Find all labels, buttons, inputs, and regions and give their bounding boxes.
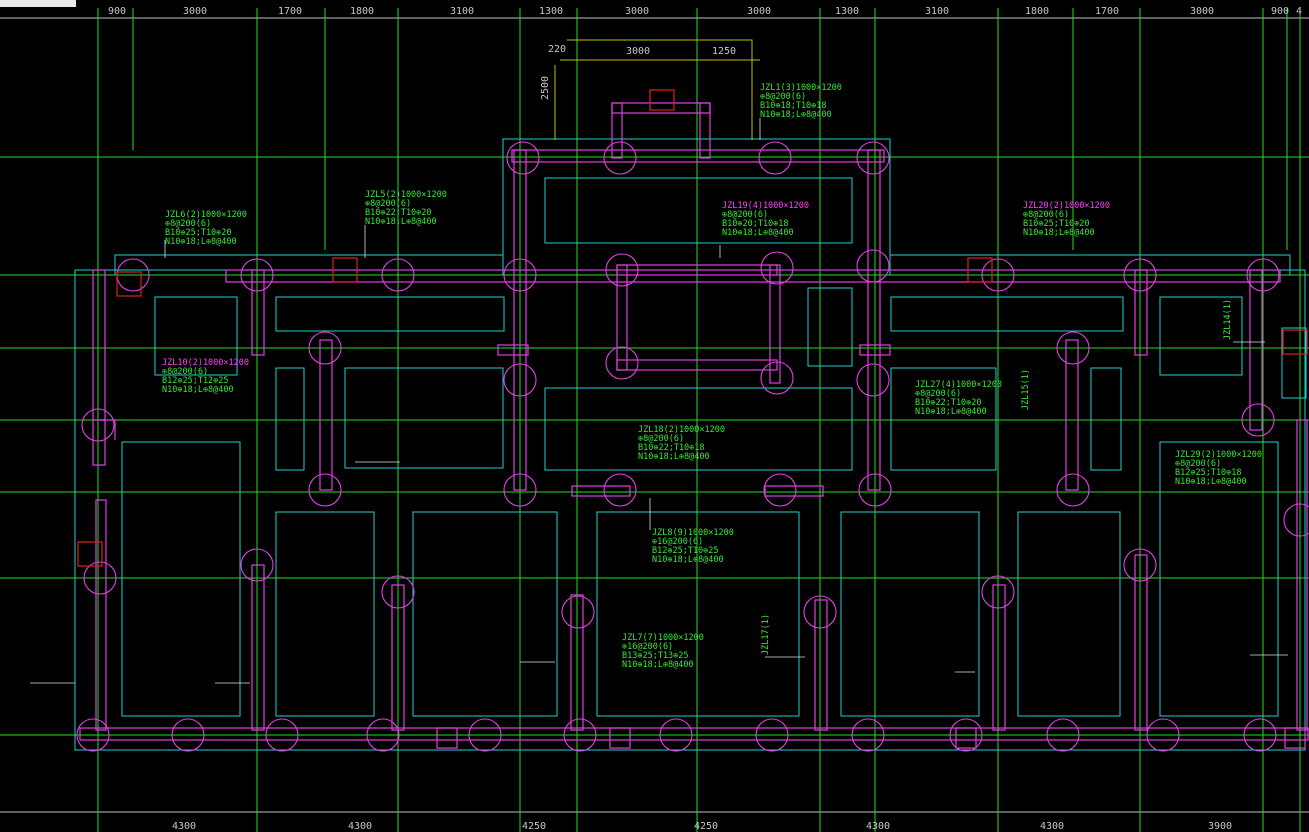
top-dim: 4 xyxy=(1296,6,1302,17)
beam-label-jzl5: JZL5(2)1000×1200 ⊕8@200(6) B10⊕22;T10⊕20… xyxy=(365,190,447,227)
top-dim: 900 xyxy=(1271,6,1289,17)
beam-label-line: B10⊕20;T10⊕18 xyxy=(722,219,789,229)
bottom-dim: 4250 xyxy=(522,821,546,832)
beam-label-line: ⊕8@200(6) xyxy=(760,92,806,102)
top-dim: 3000 xyxy=(183,6,207,17)
bottom-dim: 4300 xyxy=(172,821,196,832)
bottom-dim: 3900 xyxy=(1208,821,1232,832)
beam-label-jzl8: JZL8(9)1000×1200 ⊕16@200(6) B12⊕25;T10⊕2… xyxy=(652,528,734,565)
bottom-dim: 4300 xyxy=(348,821,372,832)
beam-label-line: B12⊕25;T12⊕25 xyxy=(162,376,229,386)
beam-label-line: ⊕8@200(6) xyxy=(915,389,961,399)
inset-dim-vertical: 2500 xyxy=(540,76,551,100)
top-dim: 1800 xyxy=(350,6,374,17)
inset-dim-left: 220 xyxy=(548,44,566,55)
beam-label-title: JZL7(7)1000×1200 xyxy=(622,633,704,643)
beam-label-jzl29: JZL29(2)1000×1200 ⊕8@200(6) B12⊕25;T10⊕1… xyxy=(1175,450,1262,487)
beam-label-jzl19: JZL19(4)1000×1200 ⊕8@200(6) B10⊕20;T10⊕1… xyxy=(722,201,809,238)
beam-label-jzl6: JZL6(2)1000×1200 ⊕8@200(6) B10⊕25;T10⊕20… xyxy=(165,210,247,247)
beam-label-title: JZL29(2)1000×1200 xyxy=(1175,450,1262,460)
beam-label-line: ⊕8@200(6) xyxy=(1175,459,1221,469)
beam-label-title: JZL20(2)1000×1200 xyxy=(1023,201,1110,211)
beam-label-line: B10⊕22;T10⊕18 xyxy=(638,443,705,453)
beam-label-title: JZL6(2)1000×1200 xyxy=(165,210,247,220)
short-beam-label: JZL17(1) xyxy=(761,614,771,655)
beam-label-line: B12⊕25;T10⊕25 xyxy=(652,546,719,556)
top-dim: 1700 xyxy=(1095,6,1119,17)
top-dim: 3100 xyxy=(925,6,949,17)
top-dim: 1700 xyxy=(278,6,302,17)
beam-label-line: ⊕8@200(6) xyxy=(638,434,684,444)
beam-annotations: JZL1(3)1000×1200 ⊕8@200(6) B10⊕18;T10⊕18… xyxy=(162,83,1262,670)
beam-label-line: N10⊕18;L⊕8@400 xyxy=(760,110,832,120)
top-dimension-row: 900 3000 1700 1800 3100 1300 3000 3000 1… xyxy=(108,6,1302,17)
beam-label-line: ⊕16@200(6) xyxy=(622,642,673,652)
beam-label-title: JZL18(2)1000×1200 xyxy=(638,425,725,435)
bottom-dim: 4300 xyxy=(866,821,890,832)
beam-label-line: ⊕8@200(6) xyxy=(1023,210,1069,220)
beam-label-line: N10⊕18;L⊕8@400 xyxy=(915,407,987,417)
beam-label-line: N10⊕18;L⊕8@400 xyxy=(165,237,237,247)
beam-label-jzl18: JZL18(2)1000×1200 ⊕8@200(6) B10⊕22;T10⊕1… xyxy=(638,425,725,462)
beam-label-title: JZL19(4)1000×1200 xyxy=(722,201,809,211)
bottom-dim: 4250 xyxy=(694,821,718,832)
leader-lines xyxy=(30,118,1288,684)
axis-grid xyxy=(0,8,1309,832)
beam-label-line: B10⊕22;T10⊕20 xyxy=(365,208,432,218)
top-dim: 1300 xyxy=(539,6,563,17)
short-beam-label: JZL15(1) xyxy=(1021,369,1031,410)
beam-label-line: N10⊕18;L⊕8@400 xyxy=(652,555,724,565)
beam-label-line: ⊕8@200(6) xyxy=(722,210,768,220)
window-titlebar xyxy=(0,0,76,7)
top-dim: 3000 xyxy=(1190,6,1214,17)
pile-circles xyxy=(76,141,1309,752)
beam-label-title: JZL5(2)1000×1200 xyxy=(365,190,447,200)
beam-label-jzl20: JZL20(2)1000×1200 ⊕8@200(6) B10⊕25;T10⊕2… xyxy=(1023,201,1110,238)
top-dim: 900 xyxy=(108,6,126,17)
beam-label-title: JZL8(9)1000×1200 xyxy=(652,528,734,538)
beam-label-line: N10⊕18;L⊕8@400 xyxy=(722,228,794,238)
beam-label-jzl27: JZL27(4)1000×1200 ⊕8@200(6) B10⊕22;T10⊕2… xyxy=(915,380,1002,417)
red-markers xyxy=(77,89,1308,567)
beam-label-line: B12⊕25;T10⊕18 xyxy=(1175,468,1242,478)
beam-label-line: B10⊕22;T10⊕20 xyxy=(915,398,982,408)
bottom-dimension-row: 4300 4300 4250 4250 4300 4300 3900 xyxy=(172,821,1232,832)
beam-label-title: JZL27(4)1000×1200 xyxy=(915,380,1002,390)
beam-label-jzl1: JZL1(3)1000×1200 ⊕8@200(6) B10⊕18;T10⊕18… xyxy=(760,83,842,120)
slab-outlines xyxy=(74,138,1307,751)
beam-label-line: ⊕16@200(6) xyxy=(652,537,703,547)
top-dim: 1300 xyxy=(835,6,859,17)
inset-dim-middle: 3000 xyxy=(626,46,650,57)
bottom-dim: 4300 xyxy=(1040,821,1064,832)
beam-label-line: N10⊕18;L⊕8@400 xyxy=(622,660,694,670)
beam-label-line: N10⊕18;L⊕8@400 xyxy=(1175,477,1247,487)
beam-label-line: ⊕8@200(6) xyxy=(162,367,208,377)
beam-label-line: ⊕8@200(6) xyxy=(165,219,211,229)
beam-label-jzl10: JZL10(2)1000×1200 ⊕8@200(6) B12⊕25;T12⊕2… xyxy=(162,358,249,395)
beam-label-line: ⊕8@200(6) xyxy=(365,199,411,209)
beam-label-title: JZL10(2)1000×1200 xyxy=(162,358,249,368)
short-beam-label: JZL14(1) xyxy=(1223,299,1233,340)
beam-label-jzl7: JZL7(7)1000×1200 ⊕16@200(6) B13⊕25;T13⊕2… xyxy=(622,633,704,670)
beam-label-line: N10⊕18;L⊕8@400 xyxy=(638,452,710,462)
top-dim: 3000 xyxy=(747,6,771,17)
beam-label-line: B10⊕25;T10⊕20 xyxy=(165,228,232,238)
beam-label-line: N10⊕18;L⊕8@400 xyxy=(1023,228,1095,238)
top-dim: 1800 xyxy=(1025,6,1049,17)
beam-label-line: N10⊕18;L⊕8@400 xyxy=(365,217,437,227)
beam-label-line: B10⊕25;T10⊕20 xyxy=(1023,219,1090,229)
beam-label-title: JZL1(3)1000×1200 xyxy=(760,83,842,93)
beam-label-line: B13⊕25;T13⊕25 xyxy=(622,651,689,661)
top-dim: 3000 xyxy=(625,6,649,17)
inset-dimension xyxy=(554,39,760,140)
inset-dim-right: 1250 xyxy=(712,46,736,57)
beam-label-line: N10⊕18;L⊕8@400 xyxy=(162,385,234,395)
beam-label-line: B10⊕18;T10⊕18 xyxy=(760,101,827,111)
top-dim: 3100 xyxy=(450,6,474,17)
